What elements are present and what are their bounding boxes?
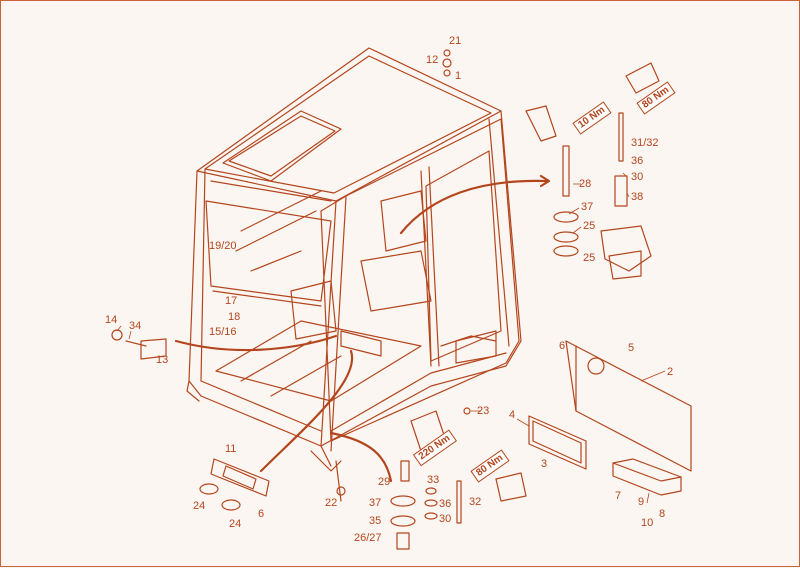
callout-30-upper: 30 <box>631 171 644 183</box>
callout-38: 38 <box>631 191 644 203</box>
callout-26-27: 26/27 <box>354 532 382 544</box>
callout-23: 23 <box>477 405 490 417</box>
leader-arrows <box>174 174 551 483</box>
callout-8: 8 <box>659 508 666 520</box>
cab-frame <box>186 110 522 502</box>
callout-31-32: 31/32 <box>631 137 659 149</box>
handle-11 <box>210 458 270 497</box>
callout-21: 21 <box>449 35 462 47</box>
tray-7 <box>612 458 682 496</box>
callout-25-upper: 25 <box>583 220 596 232</box>
callout-33: 33 <box>427 474 440 486</box>
callout-34: 34 <box>129 320 142 332</box>
callout-37-lower: 37 <box>369 497 382 509</box>
callout-13: 13 <box>156 354 169 366</box>
upper-mount <box>525 62 660 280</box>
callout-7: 7 <box>615 490 622 502</box>
callout-5: 5 <box>628 342 635 354</box>
callout-32: 32 <box>469 496 482 508</box>
callout-22: 22 <box>325 497 338 509</box>
callout-18: 18 <box>228 311 241 323</box>
callout-36-lower: 36 <box>439 498 452 510</box>
callout-28: 28 <box>579 178 592 190</box>
callout-11: 11 <box>225 443 237 455</box>
callout-17: 17 <box>225 295 238 307</box>
callout-1: 1 <box>455 70 462 82</box>
grille-3 <box>528 415 587 470</box>
callout-29: 29 <box>378 476 391 488</box>
callout-37-upper: 37 <box>581 201 594 213</box>
callout-14: 14 <box>105 314 118 326</box>
callout-25-lower: 25 <box>583 252 596 264</box>
callout-19-20: 19/20 <box>209 240 237 252</box>
callout-2: 2 <box>667 366 674 378</box>
callout-36-upper: 36 <box>631 155 644 167</box>
callout-4: 4 <box>509 409 516 421</box>
panel-2 <box>565 340 692 472</box>
callout-24-right: 24 <box>229 518 242 530</box>
callout-6-upper: 6 <box>559 340 566 352</box>
callout-30-lower: 30 <box>439 513 452 525</box>
callout-12: 12 <box>426 54 439 66</box>
callout-24-left: 24 <box>193 500 206 512</box>
callout-15-16: 15/16 <box>209 326 237 338</box>
callout-6-lower: 6 <box>258 508 265 520</box>
callout-35: 35 <box>369 515 382 527</box>
lower-mount <box>390 410 527 550</box>
callout-3: 3 <box>541 458 548 470</box>
callout-9: 9 <box>638 496 645 508</box>
callout-10: 10 <box>641 517 654 529</box>
